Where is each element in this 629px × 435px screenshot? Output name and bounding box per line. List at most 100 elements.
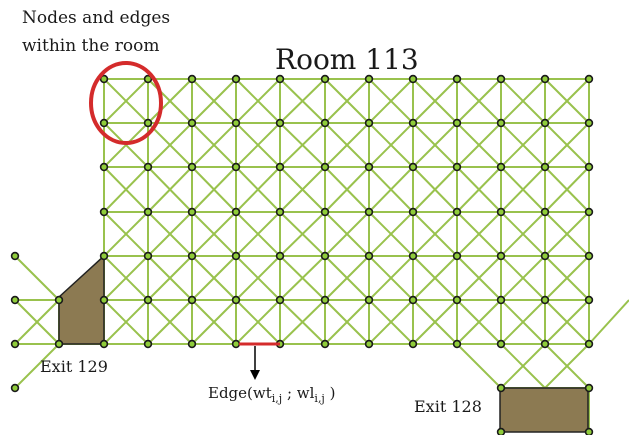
graph-nodes bbox=[10, 74, 594, 435]
graph-edge bbox=[368, 211, 414, 257]
graph-edge bbox=[324, 78, 370, 124]
graph-node bbox=[540, 339, 550, 349]
graph-edge bbox=[279, 122, 326, 168]
graph-node bbox=[275, 74, 285, 84]
graph-node bbox=[275, 207, 285, 217]
graph-edge bbox=[368, 78, 414, 124]
graph-edge bbox=[103, 255, 149, 301]
graph-edge bbox=[14, 255, 60, 301]
graph-node bbox=[540, 118, 550, 128]
graph-edge bbox=[324, 255, 370, 301]
graph-edge bbox=[235, 255, 281, 301]
graph-edge bbox=[412, 166, 458, 213]
graph-edge bbox=[14, 343, 60, 389]
graph-node bbox=[231, 295, 241, 305]
graph-edge bbox=[103, 78, 149, 124]
graph-node bbox=[364, 118, 374, 128]
graph-node bbox=[540, 295, 550, 305]
graph-node bbox=[10, 383, 20, 393]
graph-edge bbox=[324, 211, 370, 257]
graph-node bbox=[187, 118, 197, 128]
graph-node bbox=[320, 118, 330, 128]
graph-node bbox=[540, 251, 550, 261]
graph-edge bbox=[235, 299, 281, 345]
graph-node bbox=[408, 162, 418, 172]
graph-edge bbox=[544, 122, 590, 168]
graph-edge bbox=[544, 299, 590, 345]
exit-129-area bbox=[58, 254, 105, 345]
graph-edge bbox=[500, 343, 546, 389]
graph-node bbox=[99, 74, 109, 84]
graph-node bbox=[320, 207, 330, 217]
graph-node bbox=[496, 74, 506, 84]
graph-node bbox=[584, 74, 594, 84]
graph-node bbox=[408, 339, 418, 349]
graph-edge bbox=[279, 78, 326, 124]
graph-edge bbox=[191, 211, 237, 257]
graph-node bbox=[143, 295, 153, 305]
graph-edge bbox=[14, 299, 60, 345]
graph-edge bbox=[279, 166, 326, 213]
graph-node bbox=[320, 251, 330, 261]
graph-node bbox=[584, 383, 594, 393]
annotation-line-1: Nodes and edges bbox=[22, 8, 171, 28]
graph-node bbox=[584, 207, 594, 217]
graph-edge bbox=[279, 211, 326, 257]
graph-edge bbox=[191, 299, 237, 345]
graph-edge bbox=[235, 211, 281, 257]
graph-node bbox=[584, 162, 594, 172]
graph-edge bbox=[235, 122, 281, 168]
graph-node bbox=[452, 207, 462, 217]
graph-node bbox=[496, 383, 506, 393]
graph-edge bbox=[456, 78, 502, 124]
graph-node bbox=[99, 251, 109, 261]
exit-129-label: Exit 129 bbox=[40, 357, 108, 376]
annotation-line-2: within the room bbox=[22, 36, 160, 56]
graph-node bbox=[143, 251, 153, 261]
graph-node bbox=[320, 295, 330, 305]
graph-node bbox=[275, 162, 285, 172]
graph-node bbox=[54, 339, 64, 349]
graph-node bbox=[452, 118, 462, 128]
graph-node bbox=[231, 207, 241, 217]
graph-node bbox=[320, 74, 330, 84]
graph-node bbox=[10, 295, 20, 305]
room-title: Room 113 bbox=[275, 43, 419, 76]
graph-node bbox=[10, 251, 20, 261]
graph-node bbox=[99, 295, 109, 305]
graph-node bbox=[408, 118, 418, 128]
graph-node bbox=[452, 162, 462, 172]
graph-edge bbox=[500, 166, 546, 213]
graph-edge bbox=[544, 255, 590, 301]
graph-edge bbox=[456, 166, 502, 213]
graph-node bbox=[496, 295, 506, 305]
graph-node bbox=[143, 207, 153, 217]
graph-edge bbox=[368, 255, 414, 301]
graph-node bbox=[540, 207, 550, 217]
graph-edge bbox=[500, 122, 546, 168]
graph-edge bbox=[235, 78, 281, 124]
graph-edge bbox=[544, 166, 590, 213]
graph-edge bbox=[368, 166, 414, 213]
graph-edge bbox=[147, 122, 193, 168]
graph-node bbox=[99, 118, 109, 128]
graph-edge bbox=[500, 78, 546, 124]
graph-edge bbox=[412, 211, 458, 257]
graph-edge bbox=[456, 122, 502, 168]
graph-edge bbox=[412, 78, 458, 124]
graph-edge bbox=[368, 122, 414, 168]
graph-node bbox=[496, 251, 506, 261]
graph-edge bbox=[500, 255, 546, 301]
graph-node bbox=[275, 251, 285, 261]
exit-128-label: Exit 128 bbox=[414, 397, 482, 416]
graph-edge bbox=[147, 299, 193, 345]
graph-node bbox=[496, 207, 506, 217]
graph-edge bbox=[456, 211, 502, 257]
graph-edge bbox=[588, 299, 629, 345]
graph-edge bbox=[147, 211, 193, 257]
graph-edge bbox=[191, 122, 237, 168]
graph-node bbox=[584, 295, 594, 305]
graph-edge bbox=[103, 166, 149, 213]
graph-node bbox=[99, 162, 109, 172]
graph-node bbox=[187, 74, 197, 84]
